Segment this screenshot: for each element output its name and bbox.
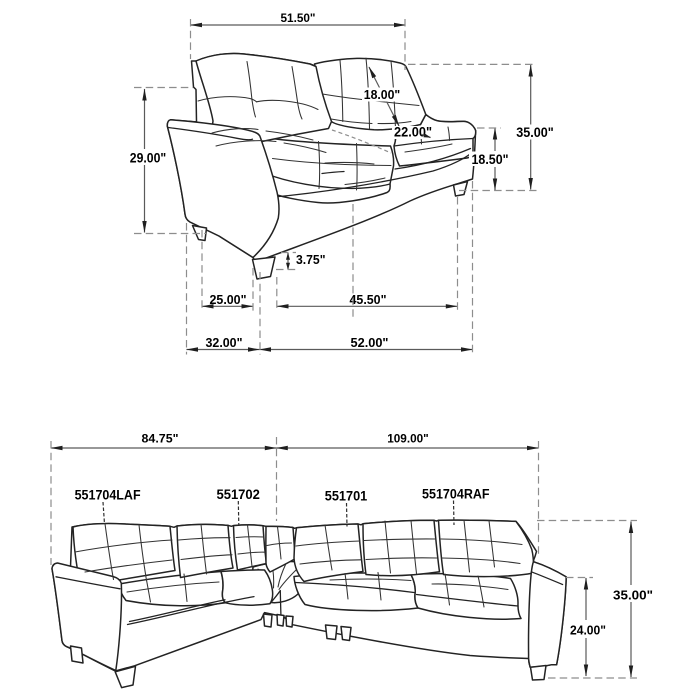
svg-text:52.00": 52.00" — [351, 336, 389, 350]
svg-text:22.00": 22.00" — [394, 125, 432, 140]
svg-text:551704LAF: 551704LAF — [75, 487, 141, 503]
svg-text:551702: 551702 — [216, 486, 260, 502]
svg-text:24.00": 24.00" — [570, 623, 606, 638]
svg-text:51.50": 51.50" — [281, 11, 316, 25]
svg-text:109.00": 109.00" — [387, 432, 429, 446]
svg-text:551704RAF: 551704RAF — [422, 486, 490, 501]
svg-text:18.50": 18.50" — [472, 152, 509, 167]
svg-text:45.50": 45.50" — [350, 293, 387, 307]
svg-text:551701: 551701 — [325, 489, 368, 504]
svg-text:3.75": 3.75" — [296, 253, 326, 267]
svg-text:35.00": 35.00" — [516, 125, 554, 140]
svg-text:25.00": 25.00" — [210, 293, 247, 307]
svg-text:29.00": 29.00" — [130, 151, 167, 166]
svg-text:32.00": 32.00" — [206, 336, 243, 350]
svg-text:35.00": 35.00" — [613, 588, 653, 603]
svg-text:18.00": 18.00" — [364, 87, 401, 102]
svg-text:84.75": 84.75" — [142, 432, 179, 446]
